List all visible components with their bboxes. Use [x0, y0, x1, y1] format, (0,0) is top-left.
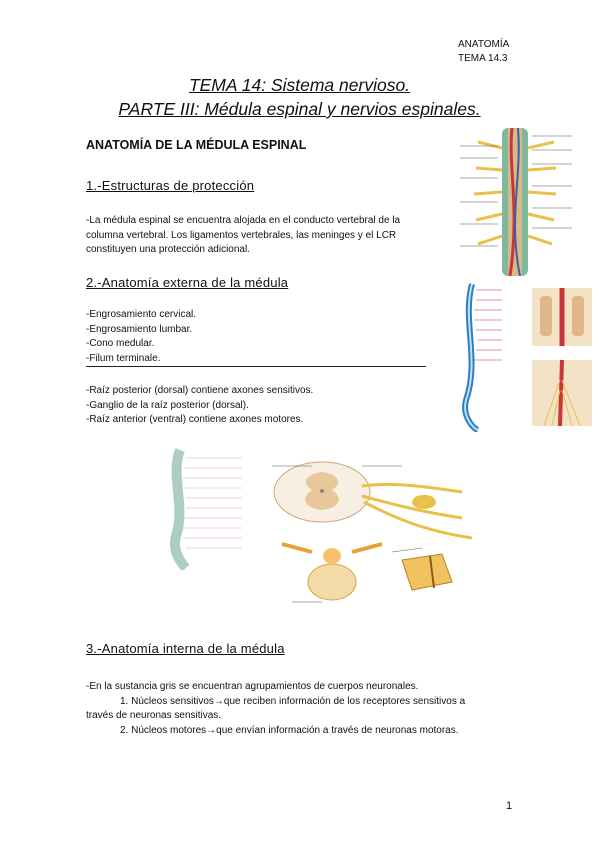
section-1-line: constituyen una protección adicional.	[86, 244, 250, 255]
list-item: -Ganglio de la raíz posterior (dorsal).	[86, 399, 249, 411]
section-3-body: -En la sustancia gris se encuentran agru…	[86, 680, 516, 738]
list-item: -Filum terminale.	[86, 352, 161, 364]
list-item: -Raíz anterior (ventral) contiene axones…	[86, 414, 304, 425]
section-1-line: -La médula espinal se encuentra alojada …	[86, 215, 401, 226]
title-line-1: TEMA 14: Sistema nervioso.	[188, 75, 411, 95]
spinal-column-illustration	[432, 280, 597, 432]
page-number: 1	[506, 800, 513, 812]
spinal-cord-meninges-illustration	[450, 128, 585, 276]
section-3-heading: 3.-Anatomía interna de la médula	[86, 641, 285, 656]
section-2-heading: 2.-Anatomía externa de la médula	[86, 275, 289, 290]
section-3-item-1: 1. Núcleos sensitivos→que reciben inform…	[120, 695, 466, 707]
section-1-line: columna vertebral. Los ligamentos verteb…	[86, 229, 397, 241]
header-subject: ANATOMÍA	[458, 39, 510, 50]
section-2-list-a: -Engrosamiento cervical. -Engrosamiento …	[86, 308, 196, 366]
list-item: -Cono medular.	[86, 338, 155, 349]
section-3-item-1-continued: través de neuronas sensitivas.	[86, 710, 222, 721]
list-item: -Engrosamiento cervical.	[86, 309, 197, 320]
header-topic: TEMA 14.3	[458, 53, 508, 64]
title-line-2: PARTE III: Médula espinal y nervios espi…	[118, 99, 481, 119]
list-item: -Engrosamiento lumbar.	[86, 323, 193, 335]
section-3-item-2: 2. Núcleos motores→que envían informació…	[120, 724, 459, 736]
section-3-intro: -En la sustancia gris se encuentran agru…	[86, 681, 419, 692]
list-item: -Raíz posterior (dorsal) contiene axones…	[86, 385, 314, 396]
section-1-body: -La médula espinal se encuentra alojada …	[86, 214, 436, 258]
cord-cross-section-illustration	[252, 452, 492, 618]
segment-diagram-illustration	[150, 446, 250, 570]
section-divider	[86, 366, 426, 367]
document-header: ANATOMÍA TEMA 14.3	[458, 38, 509, 66]
main-heading: ANATOMÍA DE LA MÉDULA ESPINAL	[86, 138, 307, 152]
section-2-list-b: -Raíz posterior (dorsal) contiene axones…	[86, 384, 313, 428]
section-1-heading: 1.-Estructuras de protección	[86, 178, 255, 193]
